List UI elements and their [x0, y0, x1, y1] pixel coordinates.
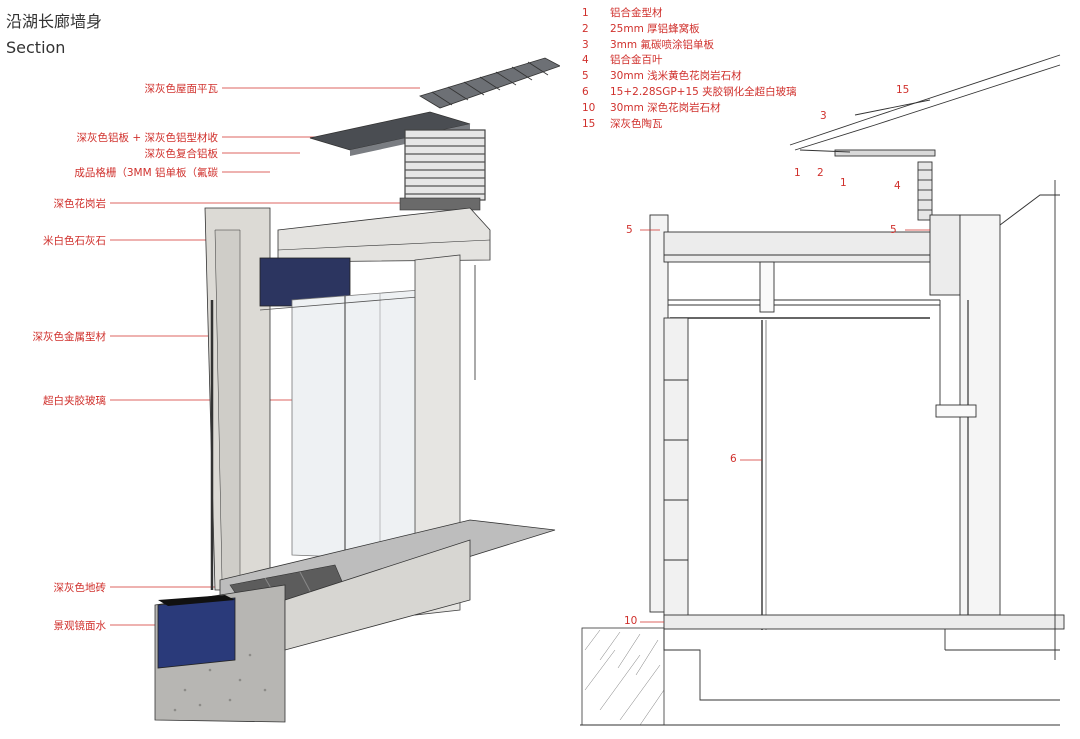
- callout-aluminium-panel: 深灰色铝板 + 深灰色铝型材收: [76, 132, 218, 144]
- grille: [404, 129, 486, 201]
- cornice-beam: [277, 207, 491, 263]
- section-mark-10: 10: [624, 615, 638, 627]
- section-mark-6: 6: [730, 453, 737, 465]
- title-english: Section: [6, 38, 66, 57]
- callout-limestone: 米白色石灰石: [43, 235, 106, 247]
- section-mark-1b: 1: [840, 177, 847, 189]
- section-mark-5-left: 5: [626, 224, 633, 236]
- section-mark-4: 4: [894, 180, 901, 192]
- callout-glass: 超白夹胶玻璃: [43, 395, 106, 407]
- plinth: [284, 539, 471, 651]
- callout-roof-tile: 深灰色屋面平瓦: [144, 83, 219, 95]
- title-chinese: 沿湖长廊墙身: [6, 12, 103, 31]
- dark-granite-band: [399, 197, 481, 211]
- callout-floor-tile: 深灰色地砖: [53, 582, 107, 594]
- roof-tiles: [419, 57, 560, 109]
- section-mark-3: 3: [820, 110, 827, 122]
- axonometric-drawing: [110, 57, 560, 723]
- callout-water: 景观镜面水: [53, 620, 107, 632]
- section-mark-5-right: 5: [890, 224, 897, 236]
- section-mark-2: 2: [817, 167, 824, 179]
- callout-composite-panel: 深灰色复合铝板: [144, 148, 219, 160]
- callout-dark-granite: 深色花岗岩: [53, 198, 107, 210]
- callout-metal-profile: 深灰色金属型材: [32, 331, 107, 343]
- callout-grille: 成品格栅（3MM 铝单板（氟碳: [74, 167, 218, 179]
- section-mark-1: 1: [794, 167, 801, 179]
- section-mark-15: 15: [896, 84, 910, 96]
